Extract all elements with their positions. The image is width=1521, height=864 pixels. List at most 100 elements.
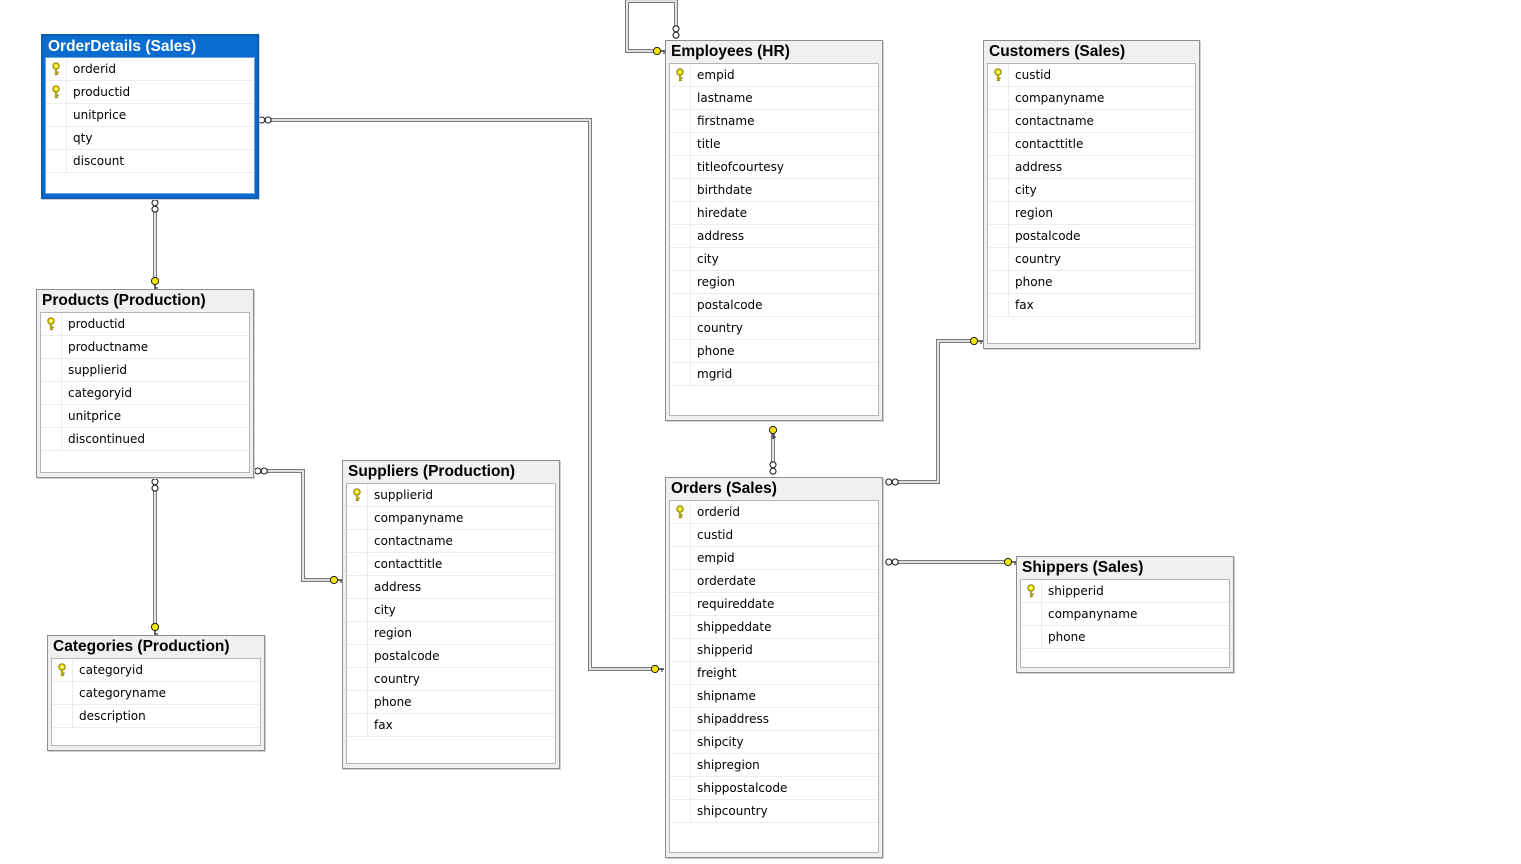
column-row[interactable]: mgrid [670, 363, 878, 386]
column-row[interactable]: discount [46, 150, 254, 173]
column-row[interactable]: region [347, 622, 555, 645]
column-row[interactable]: shippeddate [670, 616, 878, 639]
column-row[interactable]: country [347, 668, 555, 691]
relationship-products-suppliers[interactable] [254, 467, 343, 585]
column-row[interactable]: shipname [670, 685, 878, 708]
column-row[interactable]: custid [670, 524, 878, 547]
column-row[interactable]: postalcode [988, 225, 1195, 248]
row-gutter [347, 714, 368, 736]
column-row[interactable]: contactname [988, 110, 1195, 133]
column-row[interactable]: titleofcourtesy [670, 156, 878, 179]
column-row[interactable]: supplierid [41, 359, 249, 382]
table-title[interactable]: Employees (HR) [671, 43, 790, 60]
column-row[interactable]: contactname [347, 530, 555, 553]
column-row[interactable]: discontinued [41, 428, 249, 451]
table-title[interactable]: OrderDetails (Sales) [48, 38, 197, 55]
column-row[interactable]: address [988, 156, 1195, 179]
column-row[interactable]: companyname [347, 507, 555, 530]
table-categories[interactable]: Categories (Production) categoryid categor… [47, 635, 265, 751]
table-title[interactable]: Suppliers (Production) [348, 463, 516, 480]
relationship-products-categories[interactable] [150, 478, 160, 636]
table-title[interactable]: Customers (Sales) [989, 43, 1126, 60]
column-row[interactable]: region [670, 271, 878, 294]
column-row[interactable]: phone [1021, 626, 1229, 649]
column-row[interactable]: firstname [670, 110, 878, 133]
row-gutter [670, 271, 691, 293]
column-row[interactable]: orderid [670, 501, 878, 524]
table-title[interactable]: Products (Production) [42, 292, 206, 309]
column-row[interactable]: birthdate [670, 179, 878, 202]
column-row[interactable]: city [347, 599, 555, 622]
column-row[interactable]: hiredate [670, 202, 878, 225]
column-row[interactable]: region [988, 202, 1195, 225]
column-row[interactable]: orderdate [670, 570, 878, 593]
column-row[interactable]: unitprice [46, 104, 254, 127]
row-gutter [41, 405, 62, 427]
column-name: empid [697, 68, 735, 82]
column-row[interactable]: shipperid [670, 639, 878, 662]
column-row[interactable]: title [670, 133, 878, 156]
column-row[interactable]: lastname [670, 87, 878, 110]
column-name: freight [697, 666, 737, 680]
column-row[interactable]: companyname [1021, 603, 1229, 626]
column-row[interactable]: shipperid [1021, 580, 1229, 603]
column-row[interactable]: qty [46, 127, 254, 150]
column-row[interactable]: productid [46, 81, 254, 104]
column-row[interactable]: city [670, 248, 878, 271]
column-row[interactable]: contacttitle [347, 553, 555, 576]
column-row[interactable]: shipaddress [670, 708, 878, 731]
column-row[interactable]: shipcountry [670, 800, 878, 823]
column-name: categoryname [79, 686, 167, 700]
column-row[interactable]: unitprice [41, 405, 249, 428]
row-gutter [988, 133, 1009, 155]
column-row[interactable]: productname [41, 336, 249, 359]
row-gutter [347, 645, 368, 667]
column-row[interactable]: description [52, 705, 260, 728]
column-row[interactable]: address [347, 576, 555, 599]
table-title[interactable]: Categories (Production) [53, 638, 230, 655]
column-row[interactable]: city [988, 179, 1195, 202]
column-row[interactable]: phone [670, 340, 878, 363]
relationship-orders-employees[interactable] [768, 425, 778, 475]
column-row[interactable]: shipregion [670, 754, 878, 777]
column-row[interactable]: categoryid [41, 382, 249, 405]
table-title[interactable]: Shippers (Sales) [1022, 559, 1144, 576]
column-row[interactable]: supplierid [347, 484, 555, 507]
column-row[interactable]: postalcode [347, 645, 555, 668]
column-row[interactable]: shipcity [670, 731, 878, 754]
column-row[interactable]: productid [41, 313, 249, 336]
column-row[interactable]: fax [988, 294, 1195, 317]
column-row[interactable]: companyname [988, 87, 1195, 110]
column-row[interactable]: postalcode [670, 294, 878, 317]
column-name: shippostalcode [697, 781, 788, 795]
relationship-orders-shippers[interactable] [885, 557, 1017, 567]
column-row[interactable]: categoryid [52, 659, 260, 682]
column-row[interactable]: phone [347, 691, 555, 714]
column-row[interactable]: categoryname [52, 682, 260, 705]
column-row[interactable]: address [670, 225, 878, 248]
column-row[interactable]: orderid [46, 58, 254, 81]
column-row[interactable]: empid [670, 547, 878, 570]
column-row[interactable]: country [988, 248, 1195, 271]
relationship-orderdetails-products[interactable] [150, 199, 160, 290]
column-row[interactable]: empid [670, 64, 878, 87]
column-row[interactable]: fax [347, 714, 555, 737]
column-row[interactable]: shippostalcode [670, 777, 878, 800]
column-row[interactable]: phone [988, 271, 1195, 294]
table-title[interactable]: Orders (Sales) [671, 480, 777, 497]
column-row[interactable]: freight [670, 662, 878, 685]
column-row[interactable]: contacttitle [988, 133, 1195, 156]
row-gutter [670, 294, 691, 316]
column-row[interactable]: custid [988, 64, 1195, 87]
relationship-orders-customers[interactable] [885, 336, 983, 486]
column-row[interactable]: country [670, 317, 878, 340]
column-row[interactable]: requireddate [670, 593, 878, 616]
